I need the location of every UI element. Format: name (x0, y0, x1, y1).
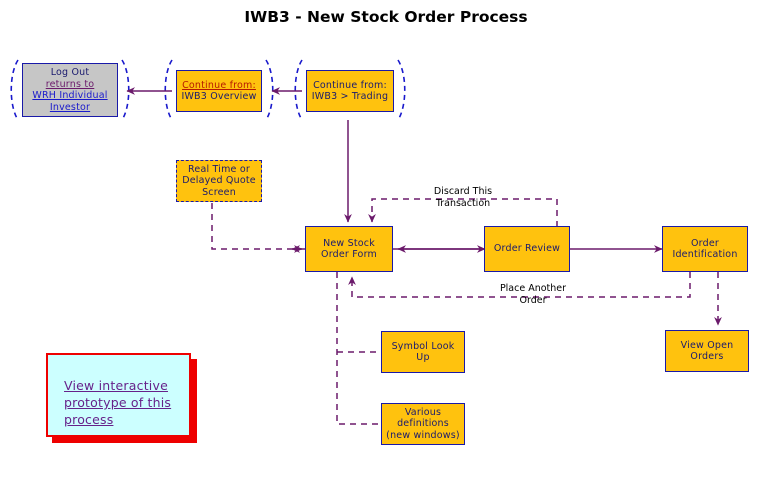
log-out-wrh-link[interactable]: WRH Individual (32, 90, 108, 101)
node-continue-from-trading[interactable]: Continue from: IWB3 > Trading (306, 70, 394, 112)
node-order-identification[interactable]: Order Identification (662, 226, 748, 272)
log-out-line1: Log Out (50, 67, 90, 78)
log-out-returns-to-link[interactable]: returns to (45, 78, 95, 90)
continue-trading-line2: IWB3 > Trading (311, 91, 389, 102)
various-definitions-line1: Various (404, 406, 442, 418)
view-open-orders-line1: View Open (680, 339, 734, 351)
node-prototype-note[interactable]: View interactive prototype of this proce… (46, 353, 191, 437)
new-stock-order-form-line2: Order Form (321, 249, 377, 260)
continue-trading-line1: Continue from: (313, 79, 387, 91)
node-log-out[interactable]: Log Out returns to WRH Individual Invest… (22, 63, 118, 117)
node-various-definitions[interactable]: Various definitions (new windows) (381, 403, 465, 445)
node-real-time-delayed-quote-screen[interactable]: Real Time or Delayed Quote Screen (176, 160, 262, 202)
continue-overview-target: IWB3 Overview (181, 91, 257, 102)
node-continue-from-overview[interactable]: Continue from: IWB3 Overview (176, 70, 262, 112)
node-new-stock-order-form[interactable]: New Stock Order Form (305, 226, 393, 272)
symbol-look-up-line1: Symbol Look (391, 340, 455, 352)
quote-screen-line3: Screen (202, 186, 236, 198)
continue-overview-link[interactable]: Continue from: (182, 79, 256, 91)
log-out-investor-link[interactable]: Investor (49, 101, 91, 113)
node-view-open-orders[interactable]: View Open Orders (665, 330, 749, 372)
quote-screen-line1: Real Time or (188, 163, 250, 175)
prototype-link-line2[interactable]: prototype of this (64, 395, 172, 410)
prototype-link-line3[interactable]: process (64, 412, 114, 427)
new-stock-order-form-line1: New Stock (323, 237, 375, 249)
quote-screen-line2: Delayed Quote (182, 175, 256, 187)
node-symbol-look-up[interactable]: Symbol Look Up (381, 331, 465, 373)
order-identification-line1: Order (691, 237, 719, 249)
order-review-label: Order Review (493, 243, 561, 255)
edge-label-discard-transaction: Discard This Transaction (433, 186, 493, 209)
symbol-look-up-line2: Up (416, 352, 430, 363)
edge-form-to-definitions (336, 272, 382, 425)
order-identification-line2: Identification (672, 249, 738, 260)
prototype-link-line1[interactable]: View interactive (64, 378, 168, 393)
edge-label-place-another-order: Place Another Order (499, 283, 567, 306)
view-open-orders-line2: Orders (690, 351, 724, 362)
node-order-review[interactable]: Order Review (484, 226, 570, 272)
various-definitions-line3: (new windows) (386, 429, 460, 441)
page-title: IWB3 - New Stock Order Process (244, 8, 528, 26)
various-definitions-line2: definitions (397, 418, 449, 430)
